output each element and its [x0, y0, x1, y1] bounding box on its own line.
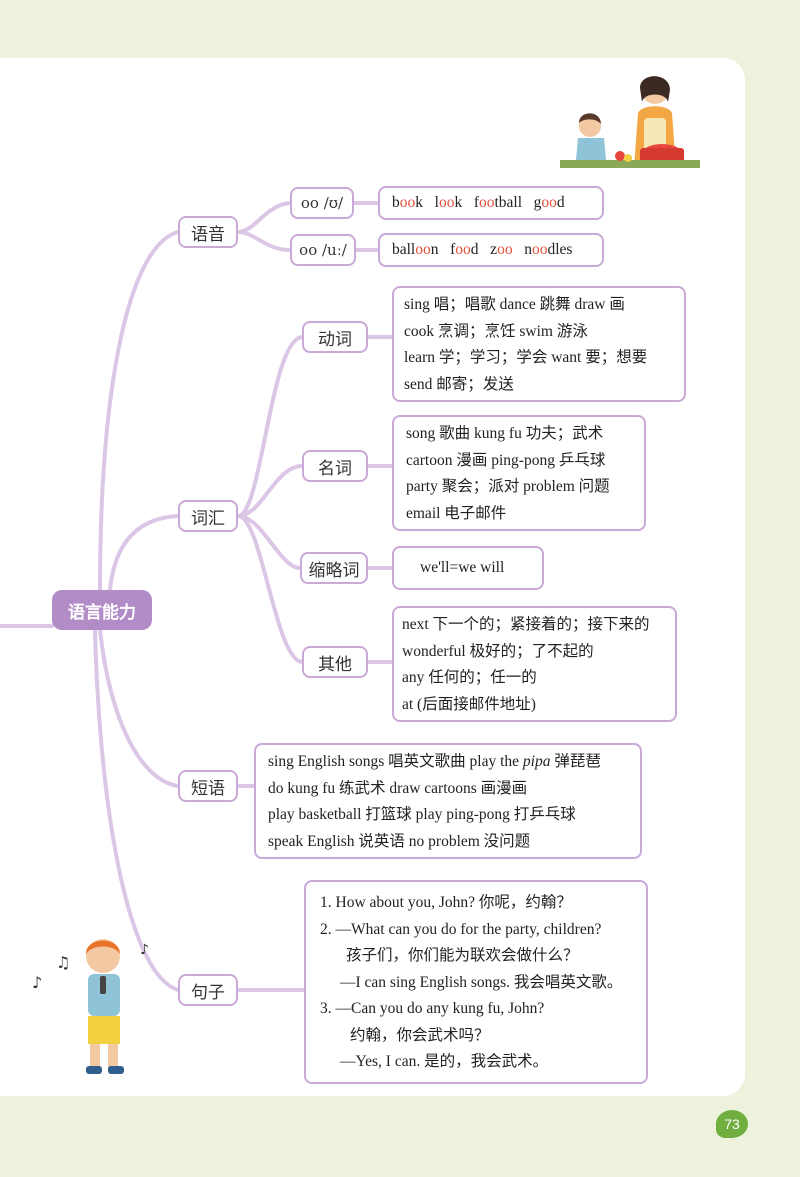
word: food	[450, 241, 479, 258]
verbs-box: sing 唱；唱歌 dance 跳舞 draw 画 cook 烹调；烹饪 swi…	[392, 286, 686, 402]
node-others: 其他	[302, 646, 368, 678]
sentence-line: 孩子们，你们能为联欢会做什么？	[346, 947, 579, 964]
phrase-line: speak English 说英语 no problem 没问题	[268, 832, 531, 850]
phrase-line: play basketball 打篮球 play ping-pong 打乒乓球	[268, 806, 576, 823]
words-long-oo: balloon food zoo noodles	[378, 233, 604, 267]
root-node: 语言能力	[52, 590, 152, 630]
noun-line: song 歌曲 kung fu 功夫；武术	[406, 425, 604, 442]
phrase-line: do kung fu 练武术 draw cartoons 画漫画	[268, 779, 528, 797]
verb-line: send 邮寄；发送	[404, 375, 514, 393]
sentence-line: 约翰，你会武术吗？	[350, 1026, 490, 1044]
branch-sentences: 句子	[178, 974, 238, 1006]
sentence-line: 1. How about you, John? 你呢，约翰？	[320, 894, 572, 911]
branch-phrases: 短语	[178, 770, 238, 802]
branch-vocabulary: 词汇	[178, 500, 238, 532]
sentence-line: —Yes, I can. 是的，我会武术。	[340, 1053, 549, 1070]
word: zoo	[490, 241, 513, 258]
branch-pronunciation: 语音	[178, 216, 238, 248]
other-line: at (后面接邮件地址)	[402, 695, 536, 713]
noun-line: cartoon 漫画 ping-pong 乒乓球	[406, 451, 606, 469]
node-contractions: 缩略词	[300, 552, 368, 584]
page-number: 73	[716, 1110, 748, 1138]
svg-text:♫: ♫	[56, 953, 70, 972]
singing-boy-illustration: ♪ ♫ ♪	[32, 939, 149, 1074]
sound-short-oo: oo /ʊ/	[290, 187, 354, 219]
word: good	[533, 194, 565, 211]
verb-line: sing 唱；唱歌 dance 跳舞 draw 画	[404, 296, 625, 313]
contraction-line: we'll=we will	[420, 559, 505, 576]
others-box: next 下一个的；紧接着的；接下来的 wonderful 极好的；了不起的 a…	[392, 606, 677, 722]
svg-text:♪: ♪	[140, 942, 149, 958]
phrases-box: sing English songs 唱英文歌曲 play the pipa 弹…	[254, 743, 642, 859]
noun-line: email 电子邮件	[406, 504, 507, 522]
node-verbs: 动词	[302, 321, 368, 353]
sentences-box: 1. How about you, John? 你呢，约翰？ 2. —What …	[304, 880, 648, 1084]
nouns-box: song 歌曲 kung fu 功夫；武术 cartoon 漫画 ping-po…	[392, 415, 646, 531]
node-nouns: 名词	[302, 450, 368, 482]
other-line: any 任何的；任一的	[402, 669, 537, 686]
contractions-box: we'll=we will	[392, 546, 544, 590]
word: balloon	[392, 241, 439, 258]
phrase-line: sing English songs 唱英文歌曲 play the pipa 弹…	[268, 753, 601, 770]
verb-line: cook 烹调；烹饪 swim 游泳	[404, 322, 588, 340]
verb-line: learn 学；学习；学会 want 要；想要	[404, 349, 648, 366]
other-line: next 下一个的；紧接着的；接下来的	[402, 616, 650, 633]
noun-line: party 聚会；派对 problem 问题	[406, 478, 610, 495]
words-short-oo: book look football good	[378, 186, 604, 220]
cooking-illustration	[560, 76, 700, 168]
sentence-line: 3. —Can you do any kung fu, John?	[320, 1000, 545, 1017]
other-line: wonderful 极好的；了不起的	[402, 642, 594, 660]
word: football	[473, 194, 523, 211]
word: book	[392, 194, 423, 211]
word: noodles	[524, 241, 573, 258]
sentence-line: —I can sing English songs. 我会唱英文歌。	[340, 973, 623, 991]
sound-long-oo: oo /uː/	[290, 234, 356, 266]
sentence-line: 2. —What can you do for the party, child…	[320, 920, 602, 938]
word: look	[434, 194, 463, 211]
svg-text:♪: ♪	[32, 973, 42, 992]
